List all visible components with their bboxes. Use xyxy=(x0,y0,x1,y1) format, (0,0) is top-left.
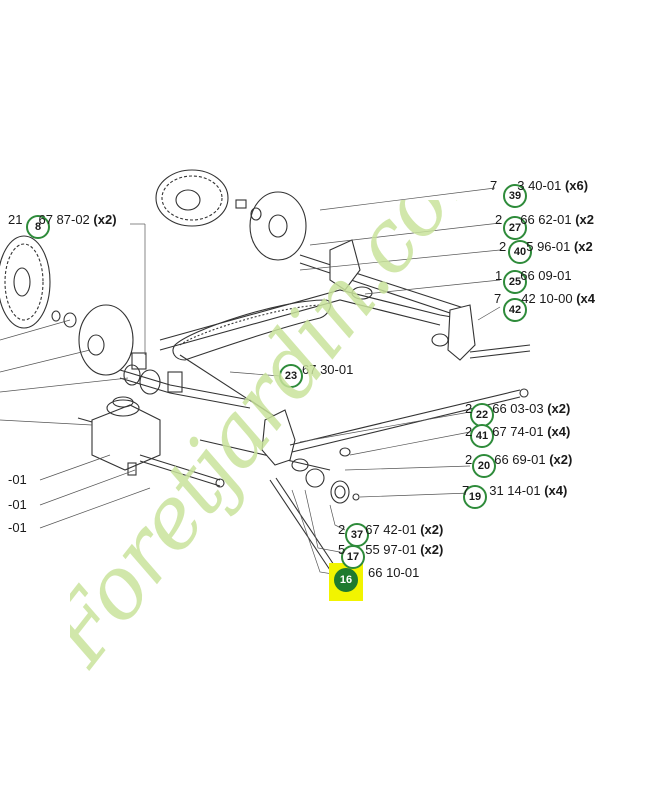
ref-qty: (x2) xyxy=(93,212,117,227)
ref-qty: (x4) xyxy=(547,424,571,439)
ref-qty: (x2) xyxy=(547,401,571,416)
callout-badge-22[interactable]: 22 xyxy=(470,403,494,427)
ref-code: 67 30-01 xyxy=(302,362,354,377)
ref-code: 67 42-01 xyxy=(365,522,417,537)
ref-prefix: 2 xyxy=(465,452,473,467)
ref-text-37: 2 67 42-01 (x2) xyxy=(338,522,443,538)
rear-wheel-top xyxy=(155,169,229,227)
ref-text-22: 2 66 03-03 (x2) xyxy=(465,401,570,417)
drive-belt xyxy=(172,299,331,361)
partial-ref-label: -01 xyxy=(8,497,27,512)
ref-prefix: 2 xyxy=(499,239,507,254)
ref-code: 66 09-01 xyxy=(520,268,572,283)
ref-qty: (x2) xyxy=(420,542,444,557)
ref-code: 67 74-01 xyxy=(492,424,544,439)
ref-text-41: 2 67 74-01 (x4) xyxy=(465,424,570,440)
ref-prefix: 2 xyxy=(338,522,346,537)
ref-prefix: 2 xyxy=(495,212,503,227)
ref-text-40: 2 5 96-01 (x2 xyxy=(499,239,593,255)
ref-text-25: 1 66 09-01 xyxy=(495,268,572,284)
main-axle xyxy=(269,477,337,571)
callout-badge-19[interactable]: 19 xyxy=(463,485,487,509)
pinion-gear-right xyxy=(291,458,360,504)
ref-code: 42 10-00 xyxy=(521,291,573,306)
ref-prefix: 7 xyxy=(462,483,470,498)
callout-badge-25[interactable]: 25 xyxy=(503,270,527,294)
lower-drive-shaft xyxy=(139,439,331,488)
callout-badge-41[interactable]: 41 xyxy=(470,424,494,448)
ref-code: 67 87-02 xyxy=(38,212,90,227)
ref-code: 66 69-01 xyxy=(494,452,546,467)
callout-badge-37[interactable]: 37 xyxy=(345,523,369,547)
ref-qty: (x2) xyxy=(420,522,444,537)
partial-ref-label: -01 xyxy=(8,472,27,487)
callout-badge-27[interactable]: 27 xyxy=(503,216,527,240)
ref-text-39: 7 3 40-01 (x6) xyxy=(490,178,588,194)
ref-code: 66 03-03 xyxy=(492,401,544,416)
ref-qty: (x4 xyxy=(576,291,595,306)
callout-badge-39[interactable]: 39 xyxy=(503,184,527,208)
ref-code: 31 14-01 xyxy=(489,483,541,498)
ref-prefix: 7 xyxy=(494,291,502,306)
ref-text-16: 66 10-01 xyxy=(368,565,419,581)
ref-prefix: 21 xyxy=(8,212,23,227)
partial-ref-label: -01 xyxy=(8,520,27,535)
callout-badge-40[interactable]: 40 xyxy=(508,240,532,264)
ref-code: 55 97-01 xyxy=(365,542,417,557)
ref-qty: (x2 xyxy=(575,212,594,227)
ref-qty: (x2 xyxy=(573,239,593,254)
callout-badge-42[interactable]: 42 xyxy=(503,298,527,322)
ref-text-23: 67 30-01 xyxy=(276,362,353,378)
ref-text-17: 5 55 97-01 (x2) xyxy=(338,542,443,558)
callout-badge-8[interactable]: 8 xyxy=(26,215,50,239)
ref-qty: (x4) xyxy=(544,483,568,498)
ref-code: 3 40-01 xyxy=(517,178,562,193)
callout-badge-17[interactable]: 17 xyxy=(341,545,365,569)
gearbox-housing xyxy=(77,396,161,476)
ref-prefix: 7 xyxy=(490,178,498,193)
ref-code: 5 96-01 xyxy=(526,239,571,254)
ref-code: 66 62-01 xyxy=(520,212,572,227)
ref-text-42: 7 42 10-00 (x4 xyxy=(494,291,595,307)
leader-lines xyxy=(0,187,501,577)
callout-badge-20[interactable]: 20 xyxy=(472,454,496,478)
ref-prefix: 1 xyxy=(495,268,503,283)
ref-qty: (x2) xyxy=(549,452,573,467)
ref-code: 66 10-01 xyxy=(368,565,420,580)
ref-prefix: 5 xyxy=(338,542,346,557)
ref-prefix: 2 xyxy=(465,424,473,439)
callout-badge-16[interactable]: 16 xyxy=(334,568,358,592)
wheel-hub-disc-top xyxy=(235,191,307,261)
callout-badge-23[interactable]: 23 xyxy=(279,364,303,388)
ref-qty: (x6) xyxy=(564,178,589,193)
ref-text-20: 2 66 69-01 (x2) xyxy=(465,452,572,468)
wheel-hub-disc-left xyxy=(51,304,134,376)
upper-axle-frame xyxy=(159,239,531,361)
ref-text-19: 7 31 14-01 (x4) xyxy=(462,483,567,499)
front-wheel-left xyxy=(0,235,51,329)
ref-prefix: 2 xyxy=(465,401,473,416)
ref-text-27: 2 66 62-01 (x2 xyxy=(495,212,594,228)
ref-text-8: 21 67 87-02 (x2) xyxy=(8,212,117,228)
